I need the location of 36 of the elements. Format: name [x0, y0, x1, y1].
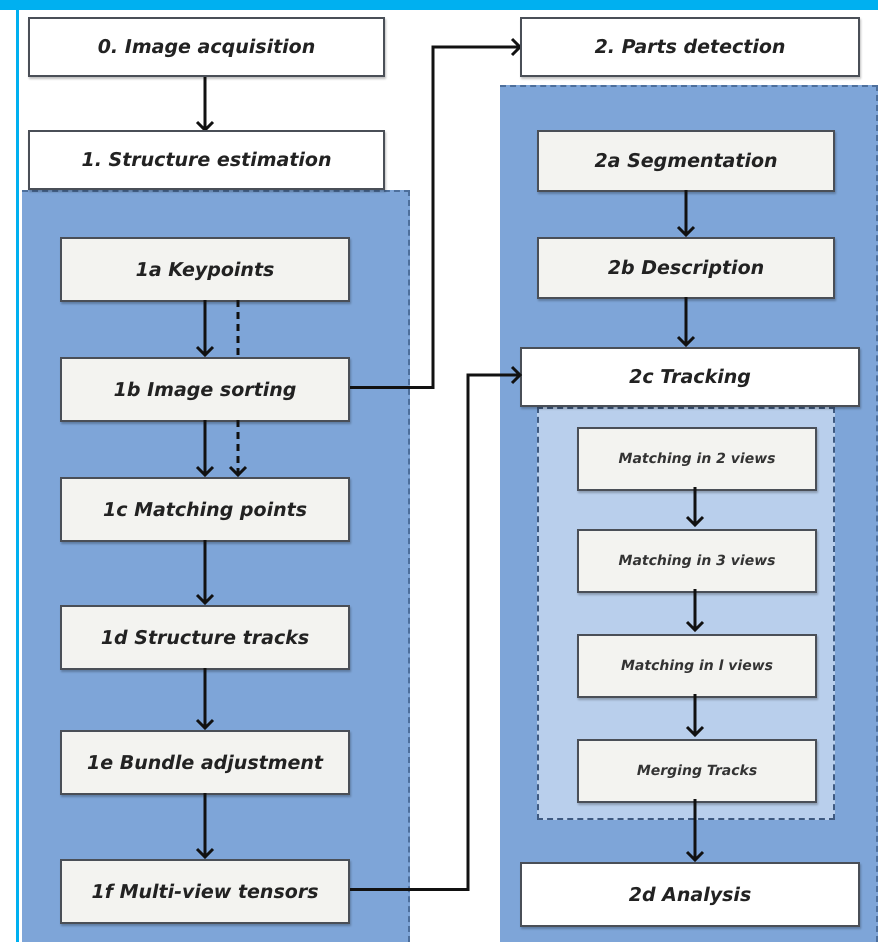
arrow: [196, 300, 214, 356]
step-box: 2c Tracking: [520, 347, 860, 407]
step-box: Matching in 2 views: [577, 427, 817, 491]
step-box: Merging Tracks: [577, 739, 817, 803]
step-box: 1c Matching points: [60, 477, 350, 542]
arrow: [686, 694, 704, 736]
stage-panel: [22, 190, 410, 942]
step-box: 1d Structure tracks: [60, 605, 350, 670]
arrow: [196, 420, 214, 476]
step-box: Matching in 3 views: [577, 529, 817, 593]
step-box: 1f Multi-view tensors: [60, 859, 350, 924]
arrow: [196, 793, 214, 858]
connector-line: [236, 300, 240, 355]
arrow: [350, 38, 522, 389]
arrow: [686, 589, 704, 632]
step-box: 1b Image sorting: [60, 357, 350, 422]
step-box: 1e Bundle adjustment: [60, 730, 350, 795]
arrow: [228, 420, 248, 476]
step-box: 2a Segmentation: [537, 130, 835, 192]
stage-heading: 0. Image acquisition: [28, 17, 385, 77]
step-box: 2b Description: [537, 237, 835, 299]
arrow: [676, 190, 696, 236]
arrow: [676, 297, 696, 346]
arrow: [686, 799, 704, 862]
arrow: [196, 668, 214, 730]
stage-heading: 1. Structure estimation: [28, 130, 385, 190]
stage-panel: [500, 85, 878, 942]
arrow: [350, 366, 522, 891]
stage-heading: 2. Parts detection: [520, 17, 860, 77]
stage-panel: [537, 407, 835, 820]
step-box: 2d Analysis: [520, 862, 860, 927]
step-box: 1a Keypoints: [60, 237, 350, 302]
arrow: [196, 77, 214, 132]
arrow: [686, 487, 704, 526]
arrow: [196, 540, 214, 604]
step-box: Matching in l views: [577, 634, 817, 698]
